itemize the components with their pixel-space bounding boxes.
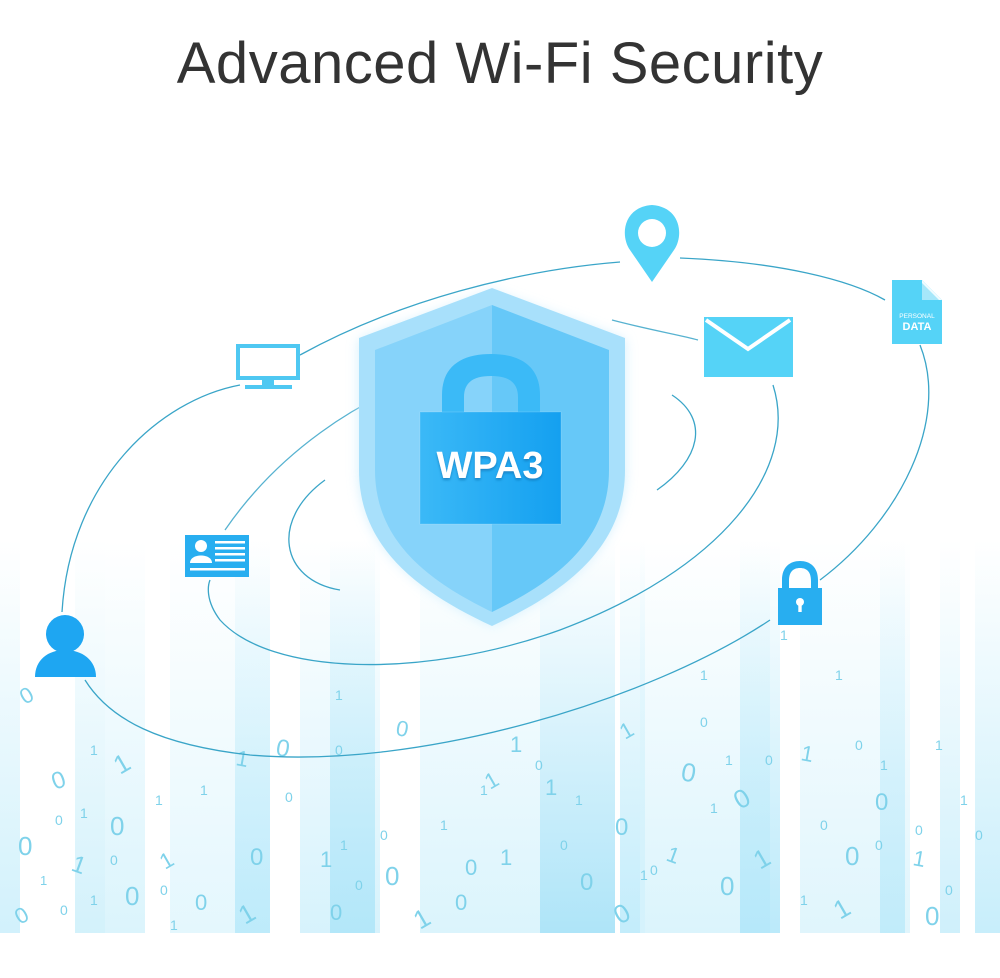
svg-text:1: 1: [663, 841, 683, 869]
svg-text:0: 0: [915, 822, 923, 838]
svg-text:0: 0: [700, 714, 708, 730]
svg-text:0: 0: [945, 882, 953, 898]
svg-text:1: 1: [510, 732, 522, 757]
svg-text:1: 1: [710, 800, 718, 816]
svg-text:1: 1: [90, 892, 98, 908]
svg-text:1: 1: [108, 747, 136, 780]
svg-text:DATA: DATA: [903, 321, 932, 333]
svg-text:1: 1: [170, 917, 178, 933]
svg-text:0: 0: [615, 814, 628, 841]
svg-text:0: 0: [560, 837, 568, 853]
wpa3-lock-icon: WPA3: [419, 354, 562, 525]
svg-text:1: 1: [800, 892, 808, 908]
id-card-icon: [185, 535, 249, 577]
svg-text:1: 1: [335, 687, 343, 703]
svg-text:0: 0: [465, 855, 477, 880]
svg-text:0: 0: [380, 827, 388, 843]
svg-text:1: 1: [80, 805, 88, 821]
svg-text:1: 1: [40, 873, 47, 888]
svg-text:0: 0: [679, 756, 698, 788]
svg-text:1: 1: [615, 717, 638, 745]
svg-text:0: 0: [330, 900, 342, 925]
svg-text:0: 0: [250, 844, 263, 871]
svg-text:0: 0: [10, 902, 33, 930]
svg-text:1: 1: [440, 817, 448, 833]
svg-text:0: 0: [728, 782, 756, 815]
svg-text:0: 0: [845, 841, 859, 871]
svg-text:0: 0: [975, 827, 983, 843]
svg-text:1: 1: [935, 737, 943, 753]
svg-text:0: 0: [18, 831, 32, 861]
svg-text:1: 1: [575, 792, 583, 808]
svg-text:1: 1: [234, 745, 250, 772]
document-icon: PERSONAL DATA: [892, 280, 942, 344]
svg-text:1: 1: [911, 845, 927, 872]
svg-text:1: 1: [748, 842, 776, 875]
svg-text:0: 0: [925, 901, 939, 931]
svg-text:0: 0: [60, 902, 68, 918]
svg-text:1: 1: [835, 667, 843, 683]
envelope-icon: [704, 317, 793, 377]
svg-text:0: 0: [48, 766, 70, 796]
wpa3-label: WPA3: [437, 445, 544, 487]
svg-text:0: 0: [580, 869, 593, 896]
page-title: Advanced Wi-Fi Security: [176, 31, 824, 96]
svg-text:1: 1: [880, 757, 888, 773]
svg-text:0: 0: [394, 715, 410, 742]
svg-text:1: 1: [500, 845, 512, 870]
svg-text:1: 1: [90, 742, 98, 758]
svg-text:0: 0: [855, 737, 863, 753]
svg-text:1: 1: [320, 847, 332, 872]
svg-text:0: 0: [455, 890, 467, 915]
location-pin-icon: [624, 205, 680, 282]
svg-text:1: 1: [725, 752, 733, 768]
svg-text:0: 0: [110, 852, 118, 868]
svg-text:0: 0: [650, 862, 658, 878]
svg-text:1: 1: [799, 740, 815, 767]
svg-text:0: 0: [274, 734, 292, 763]
svg-text:1: 1: [408, 902, 436, 935]
svg-text:1: 1: [155, 847, 178, 875]
svg-text:1: 1: [480, 782, 488, 798]
svg-text:1: 1: [545, 775, 557, 800]
svg-text:0: 0: [285, 789, 293, 805]
svg-text:0: 0: [608, 897, 636, 930]
monitor-icon: [236, 344, 300, 389]
svg-text:0: 0: [355, 877, 363, 893]
svg-text:1: 1: [828, 892, 856, 925]
svg-text:0: 0: [335, 742, 343, 758]
padlock-icon: [778, 561, 822, 625]
svg-text:1: 1: [68, 850, 90, 880]
svg-text:0: 0: [720, 871, 734, 901]
svg-text:0: 0: [875, 789, 888, 816]
svg-text:1: 1: [155, 792, 163, 808]
binary-digits: 0 0 1 1 1 0 1 0 0 1 0 1 0 0 1 0 1 0 1 1 …: [10, 627, 983, 935]
svg-text:0: 0: [385, 861, 399, 891]
svg-text:0: 0: [535, 757, 543, 773]
user-icon: [35, 615, 96, 677]
svg-text:1: 1: [780, 627, 788, 643]
svg-text:0: 0: [160, 882, 168, 898]
svg-text:1: 1: [233, 897, 261, 930]
svg-text:1: 1: [960, 792, 968, 808]
svg-text:1: 1: [200, 782, 208, 798]
svg-text:0: 0: [820, 817, 828, 833]
svg-text:0: 0: [110, 811, 124, 841]
svg-text:0: 0: [55, 812, 63, 828]
svg-text:0: 0: [125, 881, 139, 911]
svg-text:1: 1: [340, 837, 348, 853]
svg-text:0: 0: [15, 682, 38, 710]
svg-text:0: 0: [765, 752, 773, 768]
svg-text:0: 0: [875, 837, 883, 853]
svg-text:0: 0: [195, 890, 207, 915]
svg-text:1: 1: [640, 867, 648, 883]
svg-text:PERSONAL: PERSONAL: [899, 313, 935, 320]
svg-text:1: 1: [700, 667, 708, 683]
